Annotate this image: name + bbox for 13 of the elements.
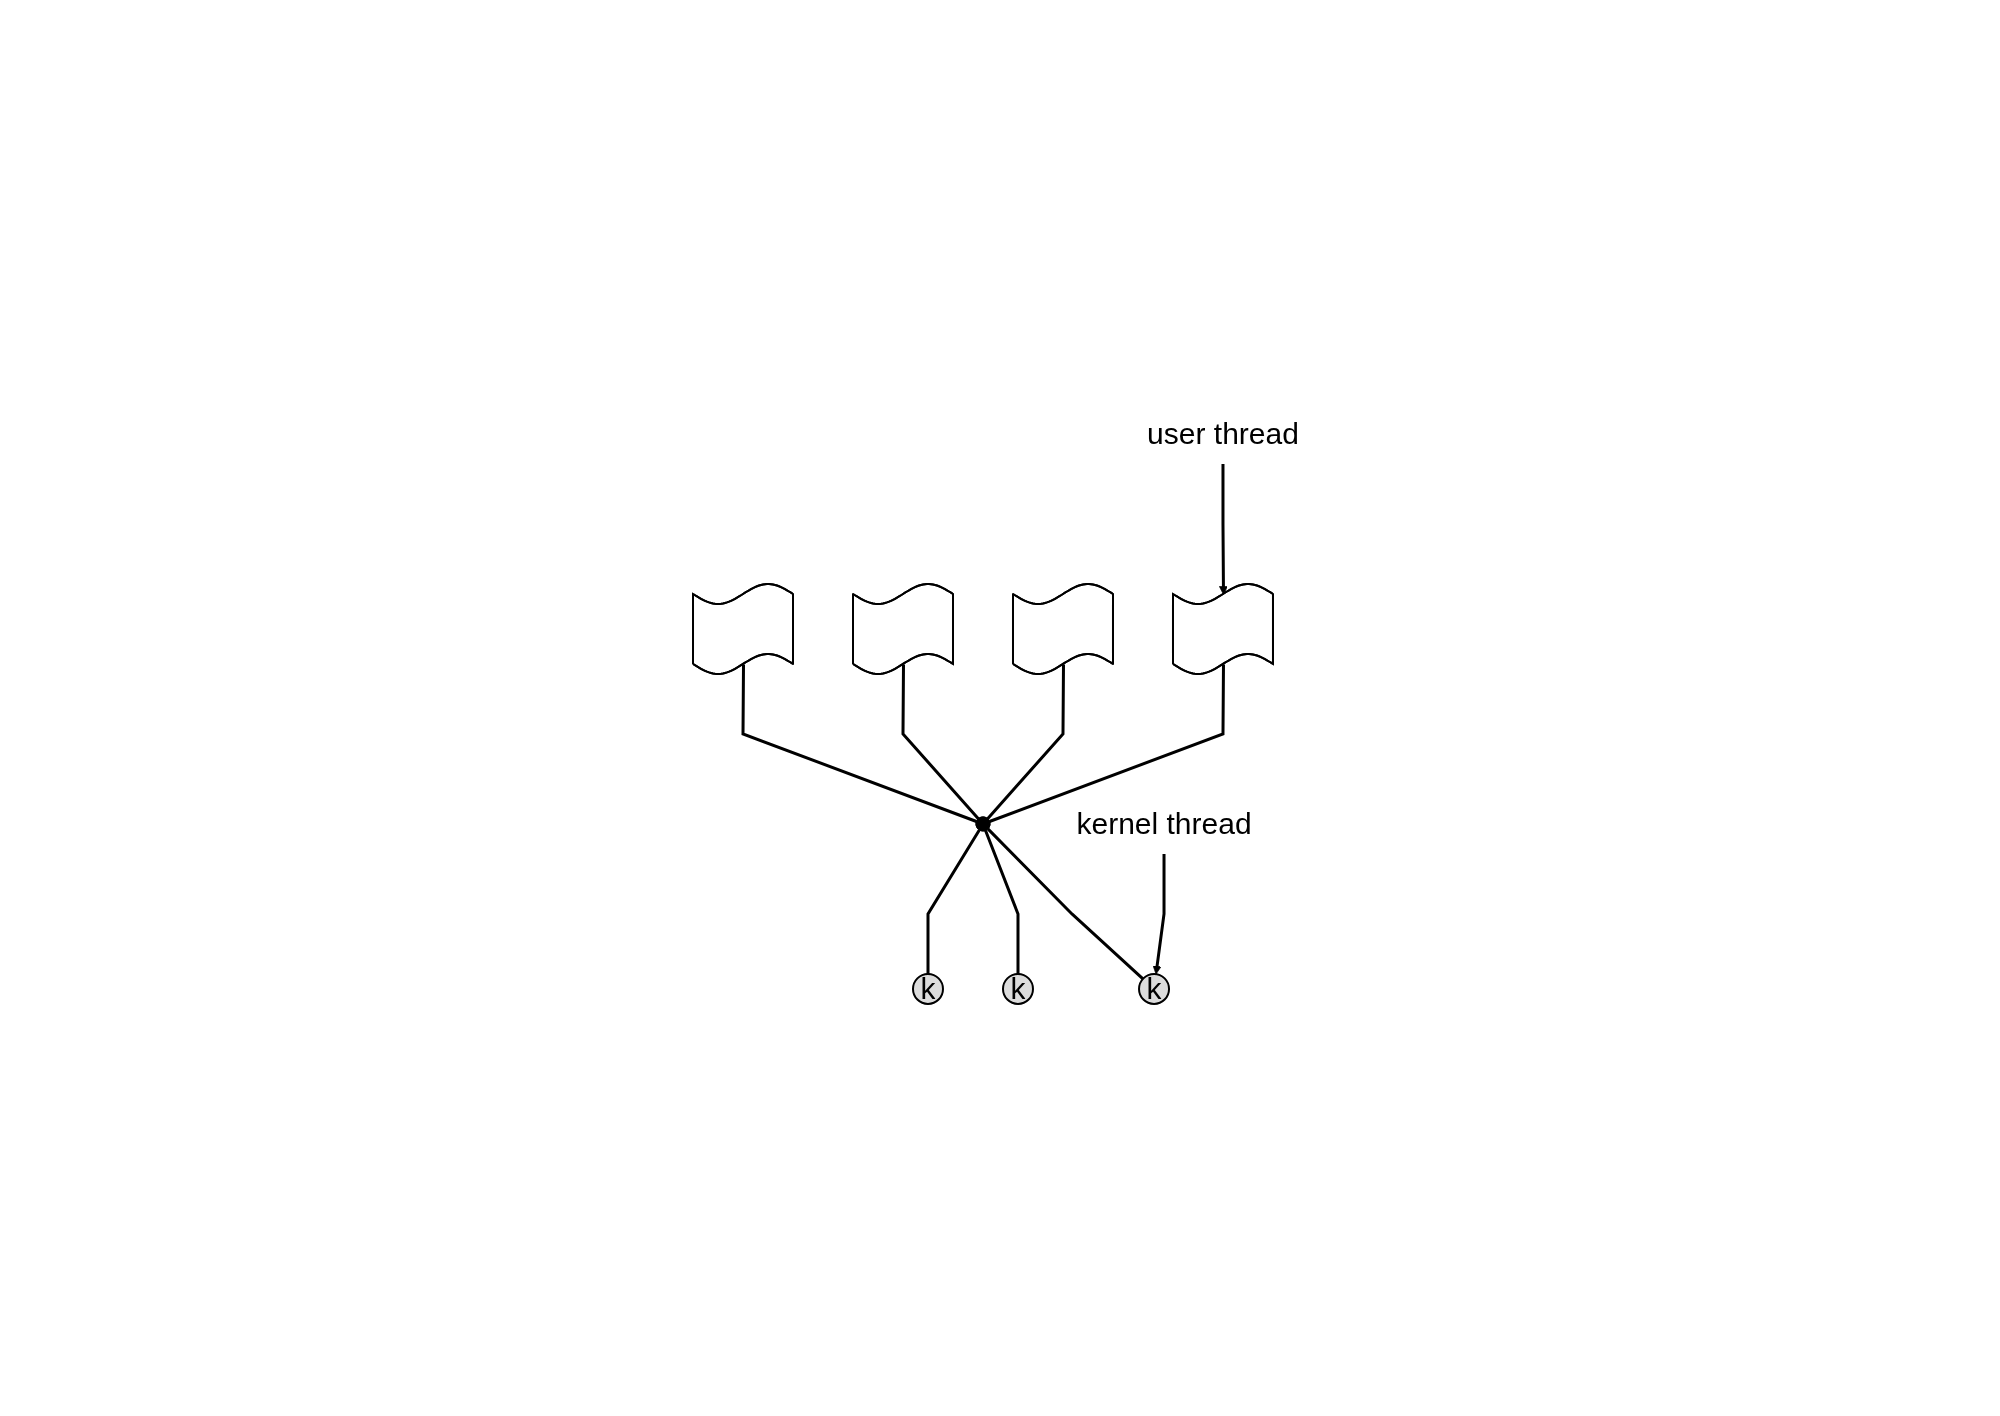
connector: [987, 828, 1145, 981]
connector: [986, 664, 1066, 820]
connector: [926, 829, 981, 975]
connector: [901, 664, 980, 820]
node-text: user thread: [1147, 417, 1300, 451]
node-circle: k: [912, 973, 945, 1006]
node-circle: k: [1138, 973, 1171, 1006]
node-circle: k: [1002, 973, 1035, 1006]
arrow: [1153, 854, 1166, 975]
connector: [741, 664, 978, 824]
node-text: kernel thread: [1076, 807, 1252, 841]
connector: [984, 830, 1020, 975]
connector: [989, 664, 1226, 824]
